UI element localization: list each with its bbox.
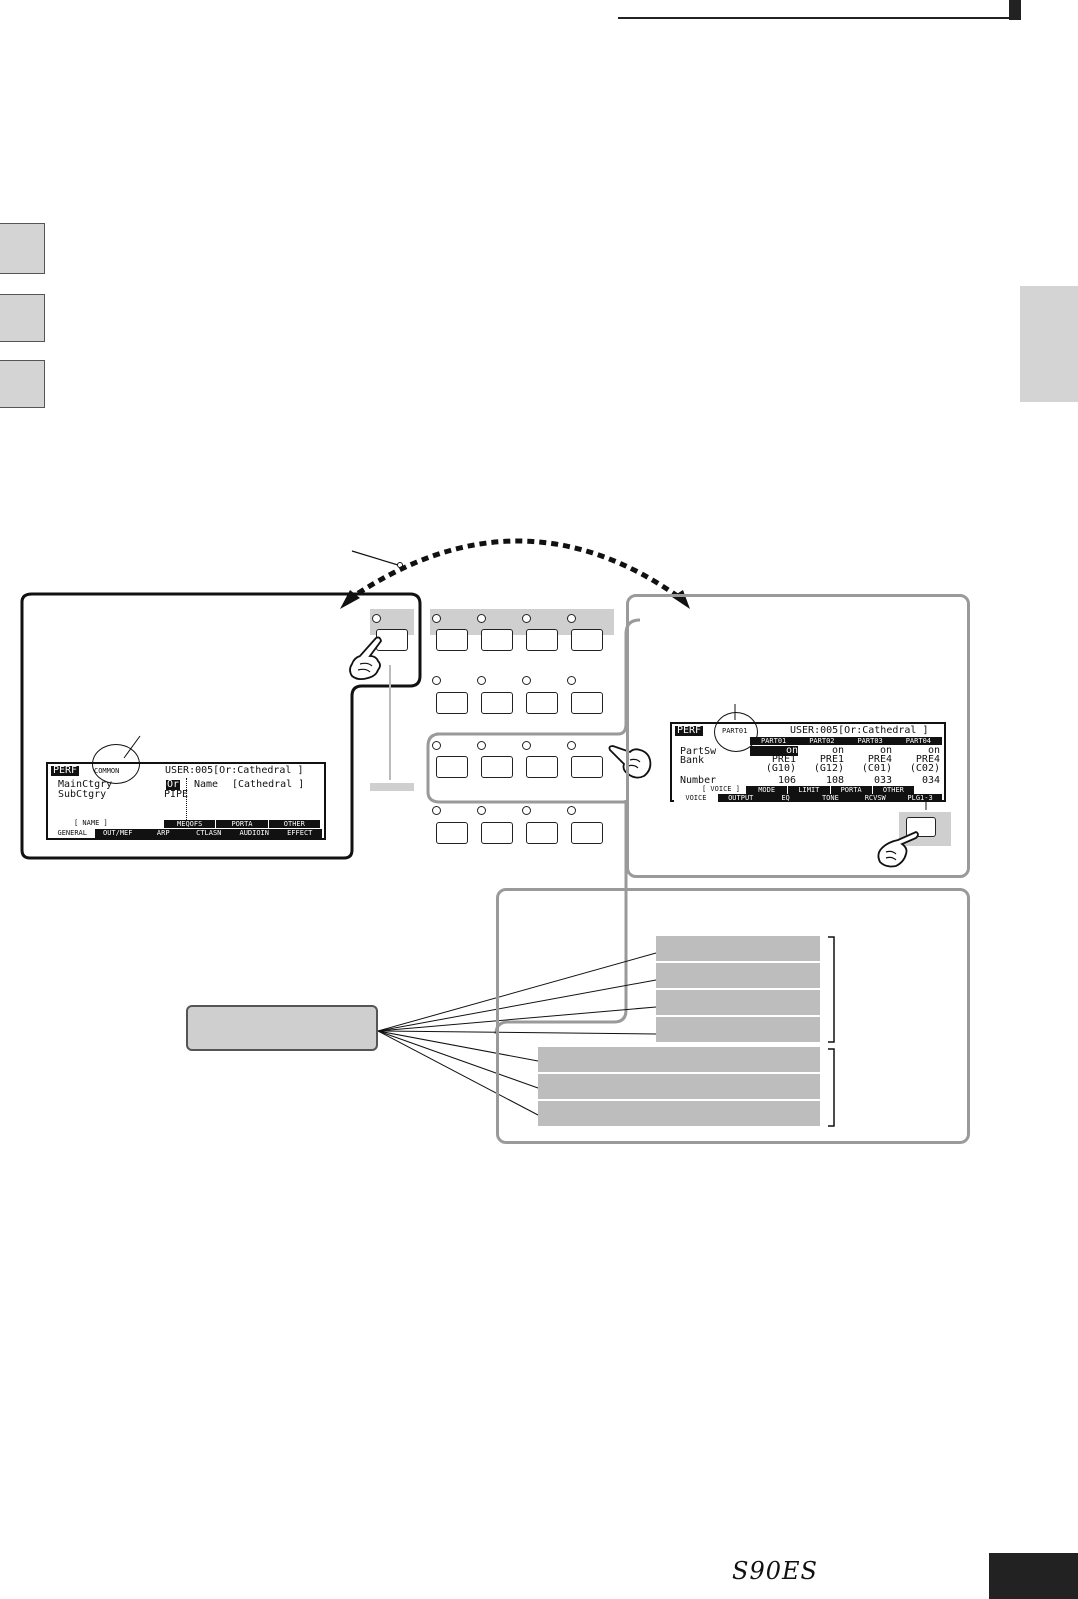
display-divider — [186, 778, 187, 822]
button[interactable] — [571, 756, 603, 778]
tab-audioin[interactable]: AUDIOIN — [232, 829, 277, 838]
parameter-bar — [538, 1074, 820, 1100]
subtab-row: MEQOFS PORTA OTHER — [164, 820, 320, 828]
parameter-bar — [656, 963, 820, 989]
button[interactable] — [526, 692, 558, 714]
led — [522, 676, 531, 685]
parameter-bar — [656, 936, 820, 962]
part-3-button[interactable] — [526, 629, 558, 651]
highlight-circle — [92, 744, 140, 784]
product-logo: S90ES — [732, 1557, 818, 1585]
tab-effect[interactable]: EFFECT — [278, 829, 323, 838]
led — [432, 614, 441, 623]
button[interactable] — [526, 756, 558, 778]
name-value[interactable]: [Cathedral ] — [232, 780, 304, 790]
part-1-button[interactable] — [436, 629, 468, 651]
hand-pointer-icon — [346, 634, 392, 684]
subtab-meqofs[interactable]: MEQOFS — [164, 820, 215, 828]
common-display: PERF COMMON USER:005[Or:Cathedral ] Main… — [46, 762, 326, 840]
part-edit-panel — [626, 594, 970, 878]
button-strip — [370, 783, 414, 791]
part-4-button[interactable] — [571, 629, 603, 651]
button[interactable] — [436, 756, 468, 778]
button[interactable] — [526, 822, 558, 844]
parameter-bar — [656, 990, 820, 1016]
name-label: Name — [194, 780, 218, 790]
led — [567, 614, 576, 623]
led — [477, 614, 486, 623]
button[interactable] — [481, 692, 513, 714]
button[interactable] — [481, 756, 513, 778]
tab-general[interactable]: GENERAL — [50, 829, 95, 838]
led — [477, 806, 486, 815]
subtab-name[interactable]: [ NAME ] — [74, 820, 108, 827]
page-number-tab — [989, 1553, 1078, 1599]
led — [522, 614, 531, 623]
led — [567, 676, 576, 685]
tab-arp[interactable]: ARP — [141, 829, 186, 838]
callout-box — [186, 1005, 378, 1051]
mode-label: PERF — [51, 766, 79, 776]
main-tab-row: GENERAL OUT/MEF ARP CTLASN AUDIOIN EFFEC… — [50, 829, 322, 838]
led — [432, 741, 441, 750]
button[interactable] — [436, 692, 468, 714]
button[interactable] — [436, 822, 468, 844]
button[interactable] — [571, 692, 603, 714]
led — [522, 806, 531, 815]
button[interactable] — [481, 822, 513, 844]
parameter-bar — [656, 1017, 820, 1043]
tab-ctlasn[interactable]: CTLASN — [187, 829, 232, 838]
led — [477, 676, 486, 685]
part-2-button[interactable] — [481, 629, 513, 651]
parameter-bar — [538, 1101, 820, 1127]
led — [432, 806, 441, 815]
display-header: USER:005[Or:Cathedral ] — [165, 766, 303, 776]
led — [432, 676, 441, 685]
led — [372, 614, 381, 623]
tab-out-mef[interactable]: OUT/MEF — [96, 829, 141, 838]
button[interactable] — [571, 822, 603, 844]
led — [567, 741, 576, 750]
led — [477, 741, 486, 750]
subtab-other[interactable]: OTHER — [269, 820, 320, 828]
parameter-bar — [538, 1047, 820, 1073]
led — [522, 741, 531, 750]
led — [567, 806, 576, 815]
subcategory-value[interactable]: PIPE — [164, 790, 188, 800]
subcategory-label: SubCtgry — [58, 790, 106, 800]
subtab-porta[interactable]: PORTA — [216, 820, 267, 828]
